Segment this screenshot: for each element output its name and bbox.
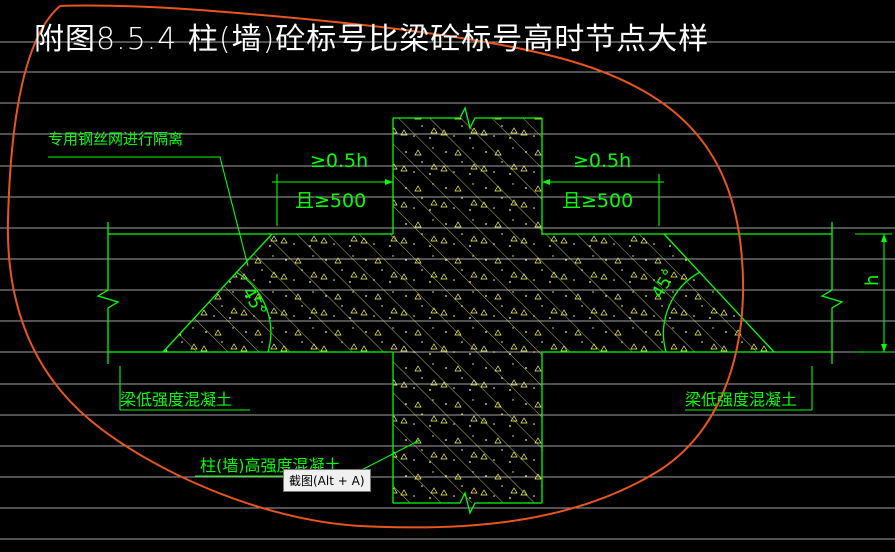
beam-left-label: 梁低强度混凝土 — [120, 390, 233, 409]
section-outline — [96, 106, 844, 515]
dimension-left-ratio: ≥0.5h — [310, 150, 369, 172]
dimension-right-ratio: ≥0.5h — [573, 150, 632, 172]
concrete-section — [163, 118, 774, 503]
annotation-loop — [6, 4, 745, 529]
dimension-arrows — [385, 179, 887, 352]
beam-right-label: 梁低强度混凝土 — [685, 390, 798, 409]
dimension-left-min: 且≥500 — [295, 190, 367, 212]
drawing-title: 附图8.5.4 柱(墙)砼标号比梁砼标号高时节点大样 — [34, 22, 710, 57]
dimension-right-min: 且≥500 — [562, 190, 634, 212]
height-label: h — [862, 274, 883, 286]
mesh-label: 专用钢丝网进行隔离 — [48, 130, 184, 148]
screenshot-tooltip: 截图(Alt + A) — [283, 469, 371, 492]
